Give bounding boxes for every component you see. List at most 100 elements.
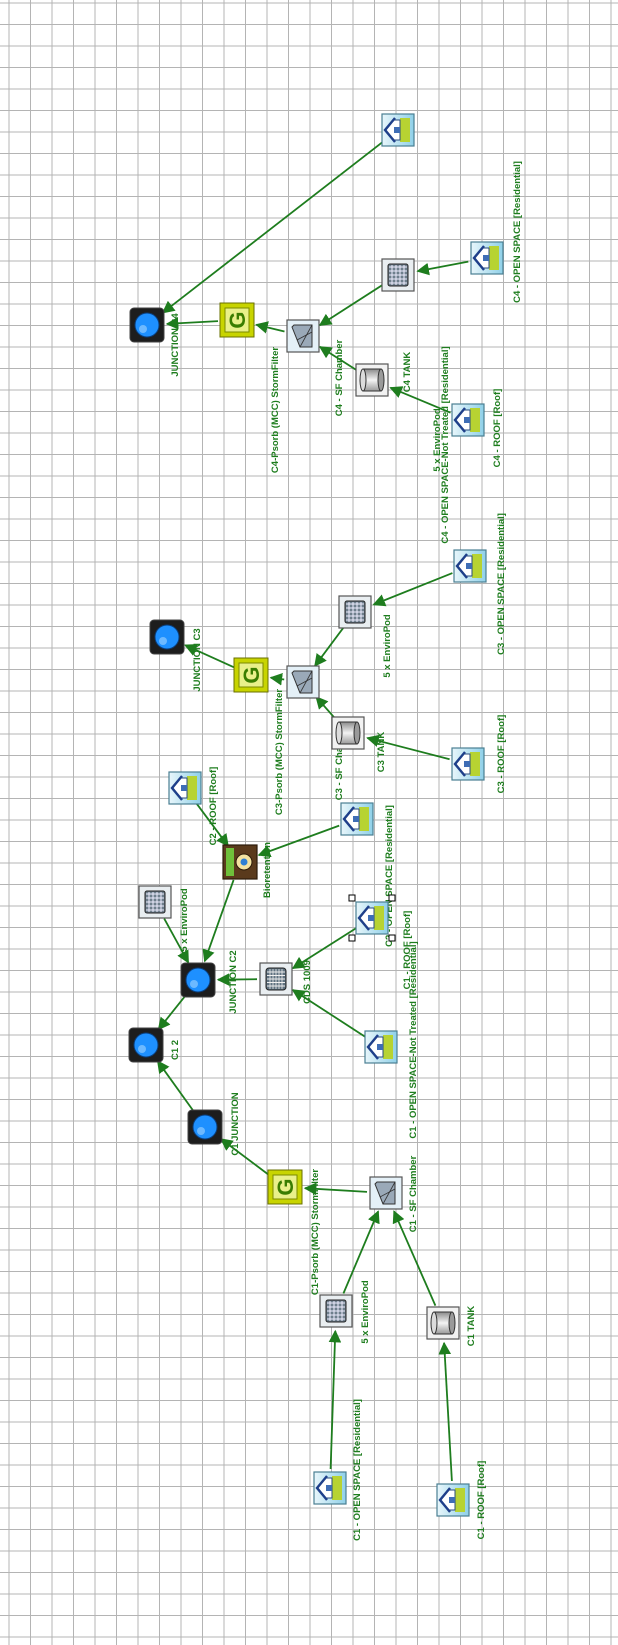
link-c4_psorb-to-junction_c4[interactable] [165,316,219,330]
catchment-icon [340,802,374,836]
tank-icon [426,1306,460,1340]
link-c1_psorb-to-c1_junction[interactable] [219,1138,271,1177]
node-label: C4 - SF Chamber [334,339,345,416]
node-c12[interactable] [128,1027,164,1063]
node-c4_sf_chamber[interactable] [286,319,320,353]
node-c2_roof[interactable] [168,771,202,805]
junction-icon [128,1027,164,1063]
link-c1_tank-to-c1_sf_chamber[interactable] [392,1210,437,1306]
junction-icon [149,619,185,655]
node-label: C4 - OPEN SPACE [Residential] [512,161,523,303]
node-junction_c3[interactable] [149,619,185,655]
node-c4_tank[interactable] [355,363,389,397]
link-c4_open-to-c4_envpod[interactable] [416,260,469,276]
node-label: C3 TANK [376,732,387,773]
node-c4_psorb[interactable]: G [219,302,255,338]
node-label: JUNCTION C3 [192,628,203,691]
node-c1_envpod[interactable] [319,1294,353,1328]
node-junction_c4[interactable] [129,307,165,343]
link-c2_open-to-bioretention[interactable] [257,824,340,858]
link-c4_sf_chamber-to-c4_psorb[interactable] [255,321,285,334]
node-label: C3 - OPEN SPACE [Residential] [496,513,507,655]
svg-text:G: G [239,666,264,683]
link-c1_open_nt-to-cds_1009[interactable] [291,989,366,1038]
node-c4_envpod[interactable] [381,258,415,292]
link-cds_1009-to-junction_c2[interactable] [216,973,258,986]
link-junction_c2-to-c12[interactable] [157,994,187,1031]
node-c1_roof[interactable] [436,1483,470,1517]
node-c1_sf_chamber[interactable] [369,1176,403,1210]
node-c2_envpod[interactable] [138,885,172,919]
svg-text:G: G [273,1178,298,1195]
link-c3_roof-to-c3_tank[interactable] [366,734,450,761]
link-c3_open-to-c3_envpod[interactable] [372,572,453,607]
node-c3_envpod[interactable] [338,595,372,629]
tank-icon [331,716,365,750]
link-c2_roof-to-bioretention[interactable] [195,802,229,847]
link-c1_roof-to-c1_tank[interactable] [438,1341,453,1482]
node-label: C3 - SF Chamber [334,723,345,800]
selection-handle[interactable] [388,934,396,942]
link-c3_sf_chamber-to-c3_psorb[interactable] [269,672,285,686]
node-c1_junction[interactable] [187,1109,223,1145]
node-c1_tank[interactable] [426,1306,460,1340]
link-c4_open_nt-to-junction_c4[interactable] [161,140,384,314]
catchment-icon [364,1030,398,1064]
node-cds_1009[interactable] [259,962,293,996]
catchment-icon [451,747,485,781]
node-label: C1 - ROOF [Roof] [402,911,413,990]
selection-handles [348,894,396,942]
link-c1_roof_2-to-cds_1009[interactable] [291,927,357,970]
node-label: C1 - ROOF [Roof] [476,1461,487,1540]
cds-icon [259,962,293,996]
link-layer [156,140,469,1482]
link-c2_envpod-to-junction_c2[interactable] [163,918,190,964]
link-c1_envpod-to-c1_sf_chamber[interactable] [342,1210,380,1294]
node-c4_roof[interactable] [451,403,485,437]
node-label: JUNCTION C2 [228,950,239,1013]
svg-text:G: G [225,311,250,328]
node-label: C1 - OPEN SPACE [Residential] [352,1399,363,1541]
node-label: C1-Psorb (MCC) StormFilter [310,1169,321,1295]
bioretention-icon [222,844,258,880]
node-c1_psorb[interactable]: G [267,1169,303,1205]
node-c4_open[interactable] [470,241,504,275]
sf-chamber-icon [286,665,320,699]
node-c1_roof_2[interactable] [355,901,389,935]
node-c3_tank[interactable] [331,716,365,750]
enviropod-icon [138,885,172,919]
catchment-icon [355,901,389,935]
link-c4_roof-to-c4_tank[interactable] [389,386,451,414]
link-c4_envpod-to-c4_sf_chamber[interactable] [318,284,383,326]
node-c1_open[interactable] [313,1471,347,1505]
stormfilter-icon: G [267,1169,303,1205]
link-c3_psorb-to-junction_c3[interactable] [184,644,235,669]
enviropod-icon [381,258,415,292]
node-bioretention[interactable] [222,844,258,880]
link-c1_open-to-c1_envpod[interactable] [328,1329,342,1470]
node-c2_open[interactable] [340,802,374,836]
selection-handle[interactable] [348,934,356,942]
node-label: C3-Psorb (MCC) StormFilter [274,689,285,815]
link-c3_tank-to-c3_sf_chamber[interactable] [315,696,337,720]
node-c3_sf_chamber[interactable] [286,665,320,699]
selection-handle[interactable] [388,894,396,902]
selection-handle[interactable] [348,894,356,902]
link-c4_tank-to-c4_sf_chamber[interactable] [318,346,357,371]
link-c1_sf_chamber-to-c1_psorb[interactable] [303,1182,368,1196]
link-c3_envpod-to-c3_sf_chamber[interactable] [314,626,345,667]
link-c1_junction-to-c12[interactable] [156,1060,195,1113]
node-junction_c2[interactable] [180,962,216,998]
node-c1_open_nt[interactable] [364,1030,398,1064]
node-c3_psorb[interactable]: G [233,657,269,693]
catchment-icon [451,403,485,437]
node-c4_open_nt[interactable] [381,113,415,147]
stormfilter-icon: G [233,657,269,693]
node-c3_roof[interactable] [451,747,485,781]
node-c3_open[interactable] [453,549,487,583]
link-bioretention-to-junction_c2[interactable] [202,879,235,963]
